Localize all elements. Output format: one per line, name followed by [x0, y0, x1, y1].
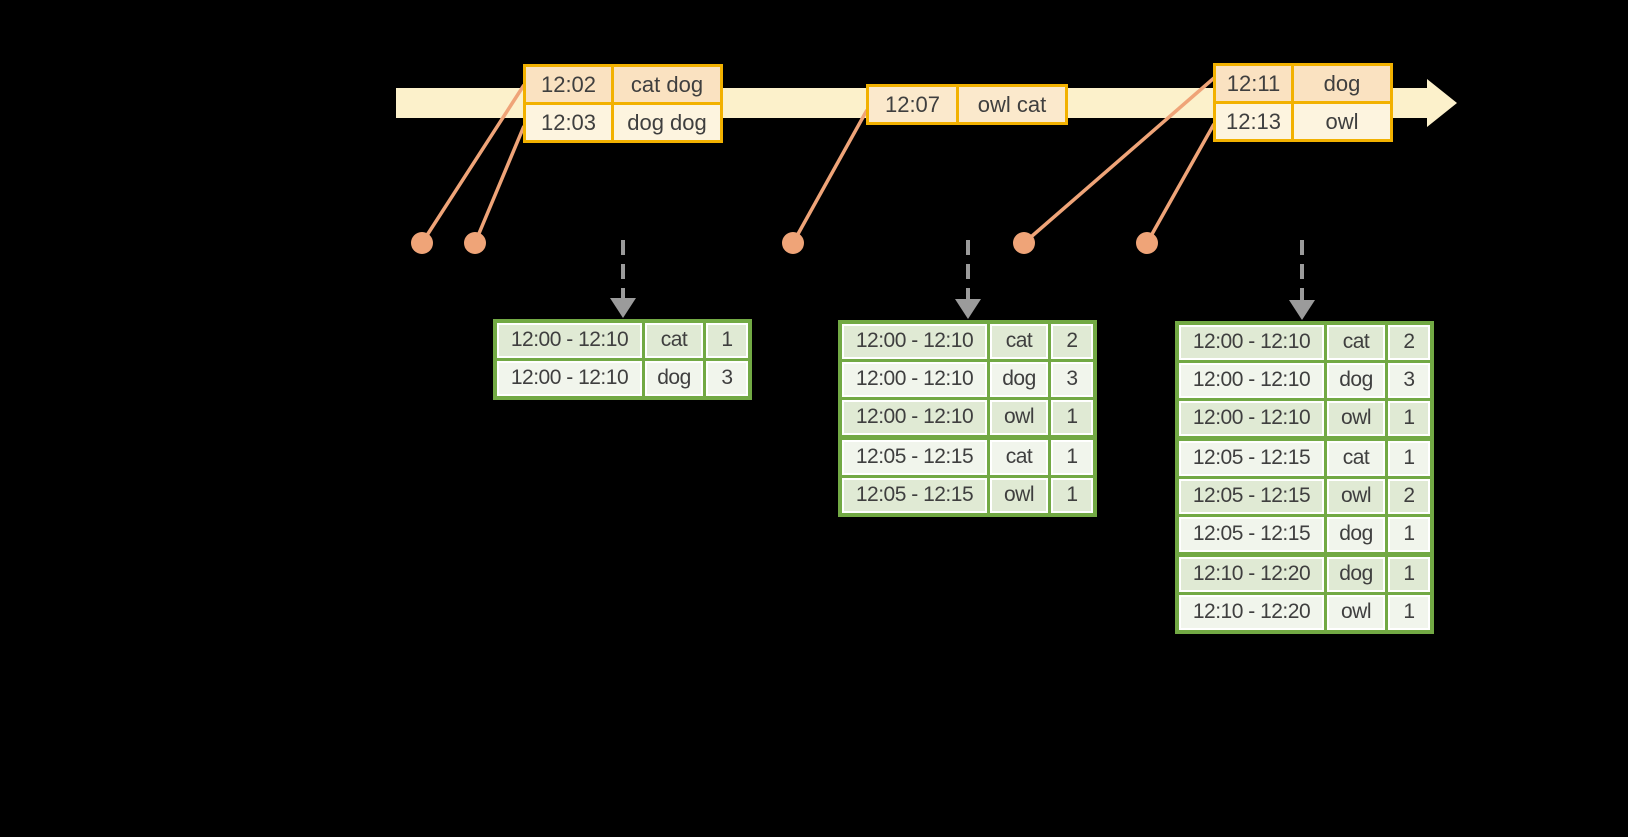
- result-cell-word: owl: [1327, 479, 1385, 514]
- trigger-arrowhead-icon: [955, 299, 981, 319]
- result-cell-count: 1: [1388, 441, 1430, 476]
- result-cell-word: dog: [1327, 363, 1385, 398]
- result-cell-count: 1: [1388, 517, 1430, 552]
- result-cell-word: cat: [645, 323, 703, 358]
- result-cell-word: cat: [990, 324, 1048, 359]
- result-cell-count: 1: [1388, 557, 1430, 592]
- event-time-arrowhead-icon: [1427, 79, 1457, 127]
- result-cell-count: 2: [1051, 324, 1093, 359]
- event-time: 12:02: [526, 67, 614, 102]
- result-cell-word: cat: [1327, 441, 1385, 476]
- result-cell-word: dog: [1327, 557, 1385, 592]
- result-cell-win: 12:00 - 12:10: [1179, 325, 1324, 360]
- trigger-arrowhead-icon: [610, 298, 636, 318]
- result-cell-count: 3: [1388, 363, 1430, 398]
- event-words: owl: [1294, 104, 1390, 139]
- connector-line: [1145, 123, 1216, 244]
- event-words: dog: [1294, 66, 1390, 101]
- result-cell-count: 3: [1051, 362, 1093, 397]
- event-words: owl cat: [959, 87, 1065, 122]
- result-cell-count: 2: [1388, 479, 1430, 514]
- result-cell-count: 1: [706, 323, 748, 358]
- result-cell-win: 12:05 - 12:15: [1179, 479, 1324, 514]
- event-dot: [1136, 232, 1158, 254]
- result-cell-count: 1: [1388, 595, 1430, 630]
- event-time: 12:13: [1216, 104, 1294, 139]
- result-cell-win: 12:05 - 12:15: [842, 478, 987, 513]
- result-cell-win: 12:05 - 12:15: [1179, 441, 1324, 476]
- result-cell-count: 2: [1388, 325, 1430, 360]
- connector-line: [473, 125, 526, 244]
- event-words: dog dog: [614, 105, 720, 140]
- result-cell-count: 1: [1388, 401, 1430, 436]
- result-cell-word: owl: [990, 400, 1048, 435]
- result-cell-word: cat: [1327, 325, 1385, 360]
- result-cell-win: 12:00 - 12:10: [497, 323, 642, 358]
- result-cell-win: 12:00 - 12:10: [1179, 363, 1324, 398]
- event-time: 12:11: [1216, 66, 1294, 101]
- result-cell-word: dog: [990, 362, 1048, 397]
- result-cell-win: 12:00 - 12:10: [842, 362, 987, 397]
- event-time: 12:07: [869, 87, 959, 122]
- event-dot: [464, 232, 486, 254]
- result-cell-count: 3: [706, 361, 748, 396]
- event-dot: [782, 232, 804, 254]
- result-cell-word: cat: [990, 440, 1048, 475]
- result-cell-word: dog: [645, 361, 703, 396]
- result-cell-count: 1: [1051, 400, 1093, 435]
- event-words: cat dog: [614, 67, 720, 102]
- result-cell-count: 1: [1051, 478, 1093, 513]
- connector-line: [791, 109, 869, 244]
- result-cell-word: owl: [990, 478, 1048, 513]
- result-cell-word: owl: [1327, 401, 1385, 436]
- result-cell-win: 12:00 - 12:10: [1179, 401, 1324, 436]
- connector-line: [1022, 76, 1216, 245]
- result-cell-word: dog: [1327, 517, 1385, 552]
- result-cell-win: 12:00 - 12:10: [497, 361, 642, 396]
- result-cell-win: 12:10 - 12:20: [1179, 595, 1324, 630]
- result-cell-win: 12:00 - 12:10: [842, 324, 987, 359]
- result-cell-win: 12:05 - 12:15: [1179, 517, 1324, 552]
- result-cell-win: 12:10 - 12:20: [1179, 557, 1324, 592]
- trigger-arrowhead-icon: [1289, 300, 1315, 320]
- result-cell-win: 12:00 - 12:10: [842, 400, 987, 435]
- event-time: 12:03: [526, 105, 614, 140]
- event-dot: [411, 232, 433, 254]
- event-dot: [1013, 232, 1035, 254]
- connector-line: [420, 84, 526, 244]
- result-cell-count: 1: [1051, 440, 1093, 475]
- result-cell-word: owl: [1327, 595, 1385, 630]
- result-cell-win: 12:05 - 12:15: [842, 440, 987, 475]
